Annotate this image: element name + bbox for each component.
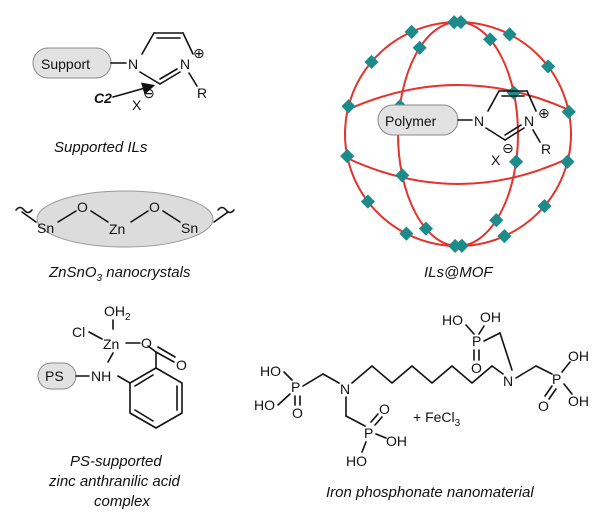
n-right-atom: N <box>180 56 190 72</box>
o-mid-atom: O <box>379 401 390 417</box>
caption-ps-line3: complex <box>94 493 150 510</box>
o-right-atom: O <box>149 199 160 215</box>
mof-node-icon <box>404 24 419 39</box>
o-top-atom: O <box>471 360 482 376</box>
r-group-label-mof: R <box>541 141 551 157</box>
mof-node-icon <box>395 168 410 183</box>
nh-label: NH <box>91 368 111 384</box>
ho-left2-label: HO <box>254 397 275 413</box>
oh-right1-label: OH <box>568 348 589 364</box>
mof-node-icon <box>560 154 575 169</box>
mof-node-icon <box>502 27 517 42</box>
panel-ps-zinc: OH2 Cl Zn O PS NH O PS-supported zinc an… <box>37 303 187 510</box>
o-left-atom: O <box>292 405 303 421</box>
mof-node-icon <box>418 221 433 236</box>
fecl3-label: + FeCl3 <box>413 409 461 429</box>
mof-node-icon <box>561 104 576 119</box>
wavy-bond-left-icon <box>15 206 33 214</box>
p-right-atom: P <box>552 371 561 387</box>
mof-node-icon <box>489 213 504 228</box>
sn-left-atom: Sn <box>37 220 54 236</box>
mof-node-icon <box>341 99 356 114</box>
mof-outer-ring <box>344 21 572 247</box>
o-atom-complex: O <box>141 335 152 351</box>
mof-node-icon <box>360 194 375 209</box>
n-left-atom-mof: N <box>474 113 484 129</box>
mof-upper-arc <box>346 84 570 111</box>
plus-charge-icon-mof: ⊕ <box>538 105 550 121</box>
c2-arrow-icon <box>112 82 156 98</box>
zn-atom-complex: Zn <box>103 336 119 352</box>
mof-node-icon <box>497 229 512 244</box>
mof-node-group <box>340 14 576 254</box>
mof-node-icon <box>340 149 355 164</box>
panel-supported-ils: Support N N ⊕ R X ⊖ C2 Supported ILs <box>32 32 207 156</box>
panel-znsno3: Sn O Zn O Sn ZnSnO3 nanocrystals <box>15 190 235 284</box>
ho-mid-label: HO <box>346 453 367 469</box>
panel-ils-mof: Polymer N N ⊕ R X ⊖ ILs@MOF <box>340 14 576 281</box>
oh-mid-label: OH <box>386 433 407 449</box>
n-left-atom: N <box>128 56 138 72</box>
mof-node-icon <box>537 198 552 214</box>
o-carbonyl-atom: O <box>176 357 187 373</box>
mof-node-icon <box>399 226 414 241</box>
caption-znsno3: ZnSnO3 nanocrystals <box>48 264 191 284</box>
x-anion-label-mof: X <box>491 152 501 168</box>
n-left-atom-iron: N <box>340 381 350 397</box>
hexyl-chain <box>351 365 493 384</box>
mof-lower-arc <box>346 157 570 185</box>
polymer-label: Polymer <box>385 113 437 129</box>
support-label: Support <box>41 56 90 72</box>
panel-iron-phosphonate: HO OH P O HO P HO O N N P O OH <box>254 309 589 501</box>
imidazolium-ring <box>139 32 194 85</box>
ps-label: PS <box>45 368 64 384</box>
caption-ps-line1: PS-supported <box>70 453 162 470</box>
p-mid-atom: P <box>364 425 373 441</box>
r-bond <box>188 72 198 87</box>
mof-node-icon <box>509 154 524 169</box>
p-top-atom: P <box>472 333 481 349</box>
sn-right-atom: Sn <box>181 220 198 236</box>
p-left-atom: P <box>291 379 300 395</box>
caption-supported-ils: Supported ILs <box>54 139 148 156</box>
n-right-atom-iron: N <box>503 373 513 389</box>
caption-ils-mof: ILs@MOF <box>424 264 493 281</box>
mof-node-icon <box>364 54 379 70</box>
oh-right2-label: OH <box>568 393 589 409</box>
caption-ps-line2: zinc anthranilic acid <box>48 473 181 490</box>
wavy-bond-right-icon <box>217 206 235 214</box>
ho-left1-label: HO <box>260 363 281 379</box>
mof-node-icon <box>412 40 427 55</box>
mof-node-icon <box>541 59 556 74</box>
zn-atom: Zn <box>109 221 125 237</box>
minus-charge-icon-mof: ⊖ <box>502 140 514 156</box>
imidazolium-ring-mof <box>485 90 537 141</box>
benzene-ring <box>129 367 183 429</box>
mof-node-icon <box>483 32 498 47</box>
o-right-atom: O <box>538 398 549 414</box>
oh2-label: OH2 <box>104 303 131 323</box>
oh-top-label: OH <box>480 309 501 325</box>
nanocrystal-ellipse <box>36 190 214 248</box>
x-anion-label: X <box>132 97 142 113</box>
mof-node-icon <box>454 238 469 253</box>
r-group-label: R <box>197 85 207 101</box>
caption-iron-phosphonate: Iron phosphonate nanomaterial <box>326 484 534 501</box>
c2-label: C2 <box>94 90 112 106</box>
o-left-atom: O <box>77 199 88 215</box>
mof-node-icon <box>447 15 462 30</box>
n-right-atom-mof: N <box>524 113 534 129</box>
mof-node-icon <box>506 85 521 100</box>
ho-top-label: HO <box>442 312 463 328</box>
plus-charge-icon: ⊕ <box>193 45 205 61</box>
cl-atom: Cl <box>72 324 85 340</box>
